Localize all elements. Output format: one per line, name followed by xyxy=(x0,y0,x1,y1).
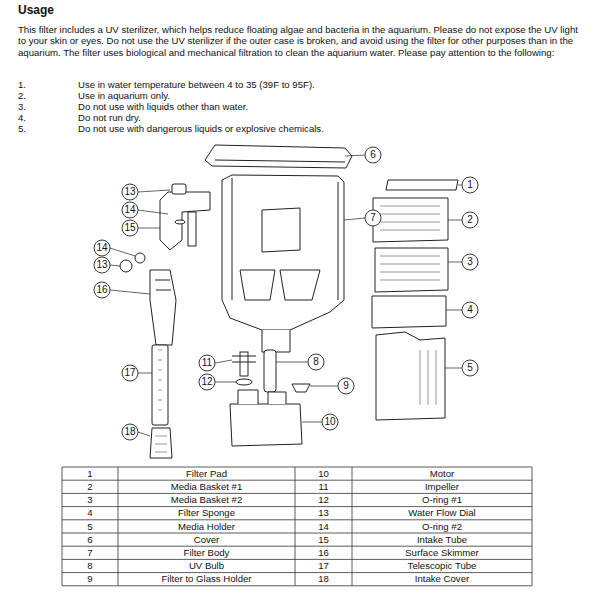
callout-number: 15 xyxy=(120,222,140,234)
table-number: 1 xyxy=(64,468,116,480)
table-number: 16 xyxy=(297,547,350,559)
list-item: Use in water temperature between 4 to 35… xyxy=(78,79,315,90)
table-rule xyxy=(295,467,296,586)
table-number: 15 xyxy=(297,534,350,546)
table-part-name: Water Flow Dial xyxy=(354,507,530,519)
table-part-name: Media Basket #1 xyxy=(120,481,293,493)
table-number: 13 xyxy=(297,507,350,519)
table-rule xyxy=(118,467,119,586)
table-number: 18 xyxy=(297,573,350,585)
callout-number: 18 xyxy=(120,426,140,438)
intro-paragraph: This filter includes a UV sterilizer, wh… xyxy=(18,24,583,58)
list-number: 2. xyxy=(18,90,26,101)
table-number: 12 xyxy=(297,494,350,506)
table-part-name: O-ring #2 xyxy=(354,521,530,533)
callout-number: 16 xyxy=(92,284,112,296)
table-part-name: Filter Body xyxy=(120,547,293,559)
list-item: Do not run dry. xyxy=(78,112,141,123)
table-part-name: Motor xyxy=(354,468,530,480)
callout-number: 9 xyxy=(336,380,356,392)
callout-number: 11 xyxy=(197,357,217,369)
callout-number: 8 xyxy=(306,356,326,368)
table-part-name: Media Basket #2 xyxy=(120,494,293,506)
callout-number: 12 xyxy=(197,376,217,388)
table-part-name: O-ring #1 xyxy=(354,494,530,506)
callout-number: 13 xyxy=(92,259,112,271)
table-part-name: Intake Cover xyxy=(354,573,530,585)
table-rule xyxy=(62,506,532,507)
section-title: Usage xyxy=(18,4,54,18)
callout-number: 13 xyxy=(120,186,140,198)
table-number: 3 xyxy=(64,494,116,506)
table-number: 7 xyxy=(64,547,116,559)
table-number: 5 xyxy=(64,521,116,533)
table-number: 17 xyxy=(297,560,350,572)
table-rule xyxy=(62,585,532,586)
table-rule xyxy=(62,546,532,547)
callout-number: 1 xyxy=(460,179,480,191)
table-part-name: Filter Sponge xyxy=(120,507,293,519)
list-number: 1. xyxy=(18,79,26,90)
table-part-name: Filter to Glass Holder xyxy=(120,573,293,585)
table-number: 14 xyxy=(297,521,350,533)
table-rule xyxy=(62,559,532,560)
table-part-name: Filter Pad xyxy=(120,468,293,480)
list-item: Do not use with dangerous liquids or exp… xyxy=(78,123,324,134)
table-number: 11 xyxy=(297,481,350,493)
table-rule xyxy=(62,480,532,481)
list-number: 5. xyxy=(18,123,26,134)
list-number: 3. xyxy=(18,101,26,112)
table-number: 4 xyxy=(64,507,116,519)
table-rule xyxy=(62,493,532,494)
table-rule xyxy=(62,467,63,586)
table-rule xyxy=(62,467,532,468)
callout-number: 2 xyxy=(460,214,480,226)
callout-number: 10 xyxy=(320,416,340,428)
table-part-name: UV Bulb xyxy=(120,560,293,572)
table-rule xyxy=(62,533,532,534)
callout-number: 7 xyxy=(363,212,383,224)
table-number: 2 xyxy=(64,481,116,493)
callout-number: 4 xyxy=(460,304,480,316)
table-part-name: Intake Tube xyxy=(354,534,530,546)
table-number: 10 xyxy=(297,468,350,480)
table-part-name: Surface Skimmer xyxy=(354,547,530,559)
callout-number: 3 xyxy=(460,256,480,268)
table-number: 9 xyxy=(64,573,116,585)
table-rule xyxy=(62,572,532,573)
table-part-name: Telescopic Tube xyxy=(354,560,530,572)
table-rule xyxy=(352,467,353,586)
callout-number: 17 xyxy=(120,367,140,379)
table-number: 8 xyxy=(64,560,116,572)
callout-number: 14 xyxy=(120,204,140,216)
table-part-name: Cover xyxy=(120,534,293,546)
table-rule xyxy=(62,519,532,520)
list-item: Use in aquarium only. xyxy=(78,90,170,101)
callout-number: 6 xyxy=(363,149,383,161)
table-rule xyxy=(532,467,533,586)
callout-number: 5 xyxy=(460,362,480,374)
list-number: 4. xyxy=(18,112,26,123)
table-part-name: Impeller xyxy=(354,481,530,493)
list-item: Do not use with liquids other than water… xyxy=(78,101,248,112)
callout-number: 14 xyxy=(92,242,112,254)
table-part-name: Media Holder xyxy=(120,521,293,533)
table-number: 6 xyxy=(64,534,116,546)
